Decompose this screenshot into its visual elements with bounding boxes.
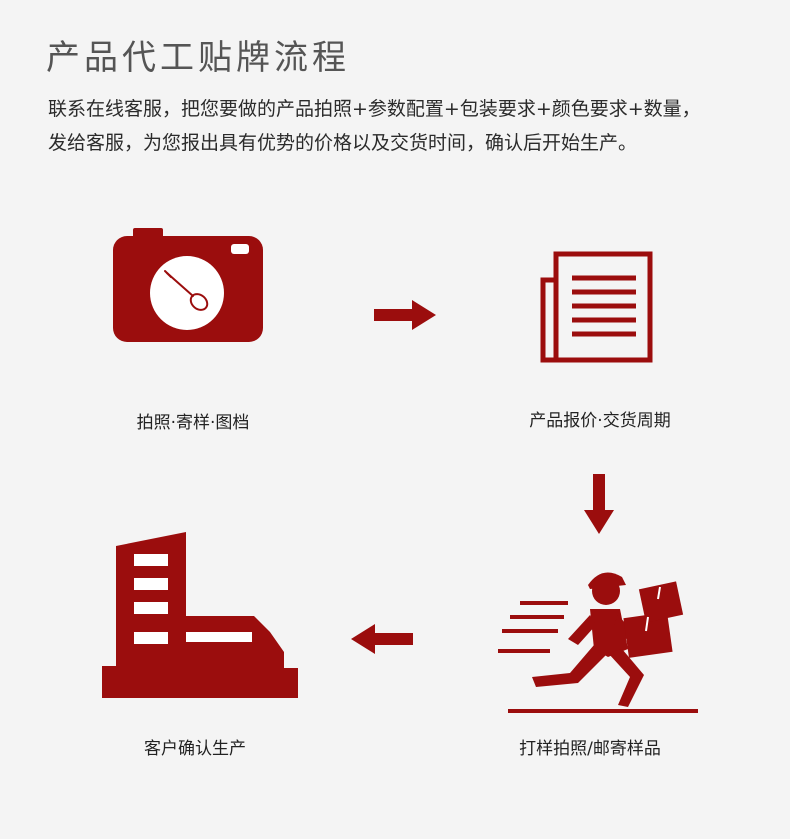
factory-icon [102,532,298,698]
step-label-photo-sample: 拍照·寄样·图档 [136,413,250,433]
page-title: 产品代工贴牌流程 [46,38,350,78]
description-line-2: 发给客服，为您报出具有优势的价格以及交货时间，确认后开始生产。 [48,132,638,154]
step-label-sample-mailing: 打样拍照/邮寄样品 [519,739,661,759]
camera-icon [113,228,263,342]
step-label-confirm-production: 客户确认生产 [144,739,246,759]
description: 联系在线客服，把您要做的产品拍照+参数配置+包装要求+颜色要求+数量， 发给客服… [48,92,778,160]
arrow-left-icon [351,624,413,654]
arrow-down-icon [584,474,614,534]
delivery-man-icon [498,572,698,713]
description-line-1: 联系在线客服，把您要做的产品拍照+参数配置+包装要求+颜色要求+数量， [48,98,701,120]
arrow-right-icon [374,300,436,330]
step-label-quote-delivery: 产品报价·交货周期 [529,411,671,431]
newspaper-icon [540,251,653,363]
